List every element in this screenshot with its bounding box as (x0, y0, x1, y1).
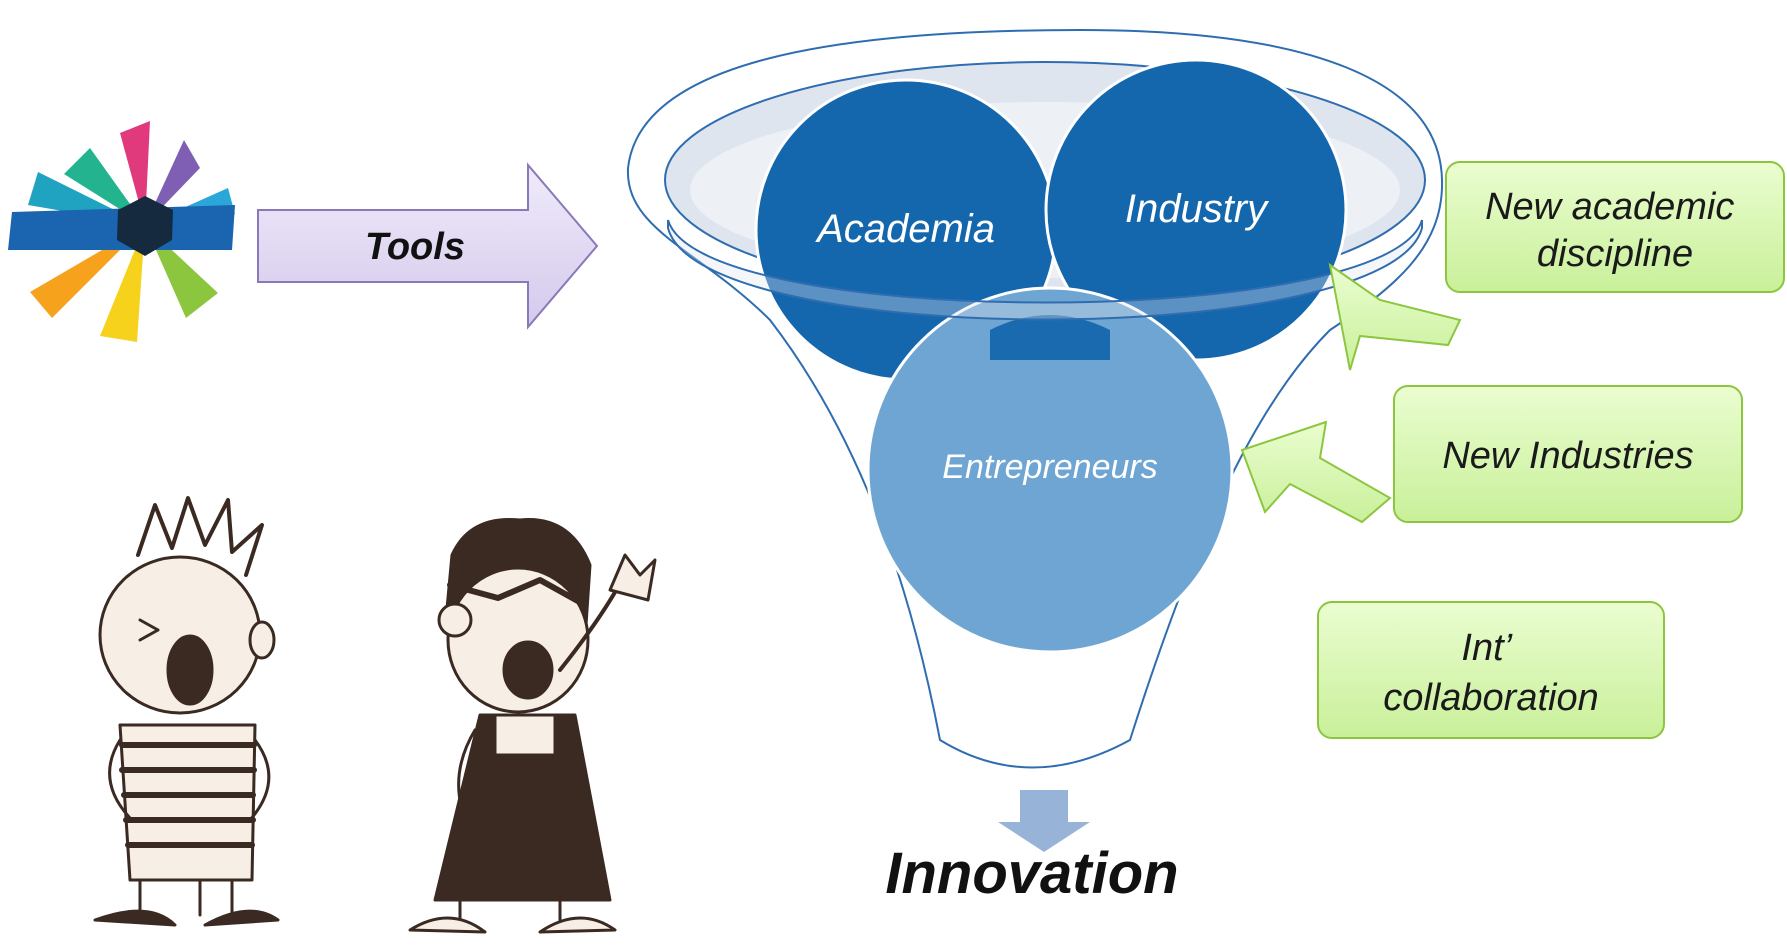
callout-intl-collab: Int’ collaboration (1317, 601, 1665, 739)
industry-label: Industry (1125, 187, 1270, 231)
intl-collab-line2: collaboration (1383, 677, 1598, 719)
callout-new-industries: New Industries (1393, 385, 1743, 523)
innovation-label: Innovation (885, 841, 1178, 906)
tools-label: Tools (365, 226, 465, 268)
circle-overlap (990, 315, 1110, 360)
callout-arrow-discipline (1328, 262, 1462, 371)
intl-collab-line1: Int’ (1461, 627, 1512, 669)
star-logo-icon (8, 121, 235, 342)
new-discipline-line1: New academic (1485, 186, 1734, 228)
svg-text:New academic discipline: New academic discipline (1485, 186, 1745, 275)
callout-new-discipline: New academic discipline (1445, 161, 1785, 293)
academia-label: Academia (815, 207, 995, 251)
entrepreneurs-label: Entrepreneurs (942, 448, 1157, 486)
down-arrow (998, 790, 1090, 852)
kids-cartoon-illustration (93, 496, 657, 934)
circle-entrepreneurs (866, 286, 1234, 654)
svg-text:Int’ collaboration: Int’ collaboration (1383, 627, 1598, 719)
inner-ring-front (667, 219, 1423, 321)
new-discipline-line2: discipline (1537, 233, 1693, 275)
callout-arrow-industries (1240, 420, 1392, 524)
new-industries-label: New Industries (1442, 435, 1693, 477)
tools-arrow: Tools (257, 162, 599, 330)
